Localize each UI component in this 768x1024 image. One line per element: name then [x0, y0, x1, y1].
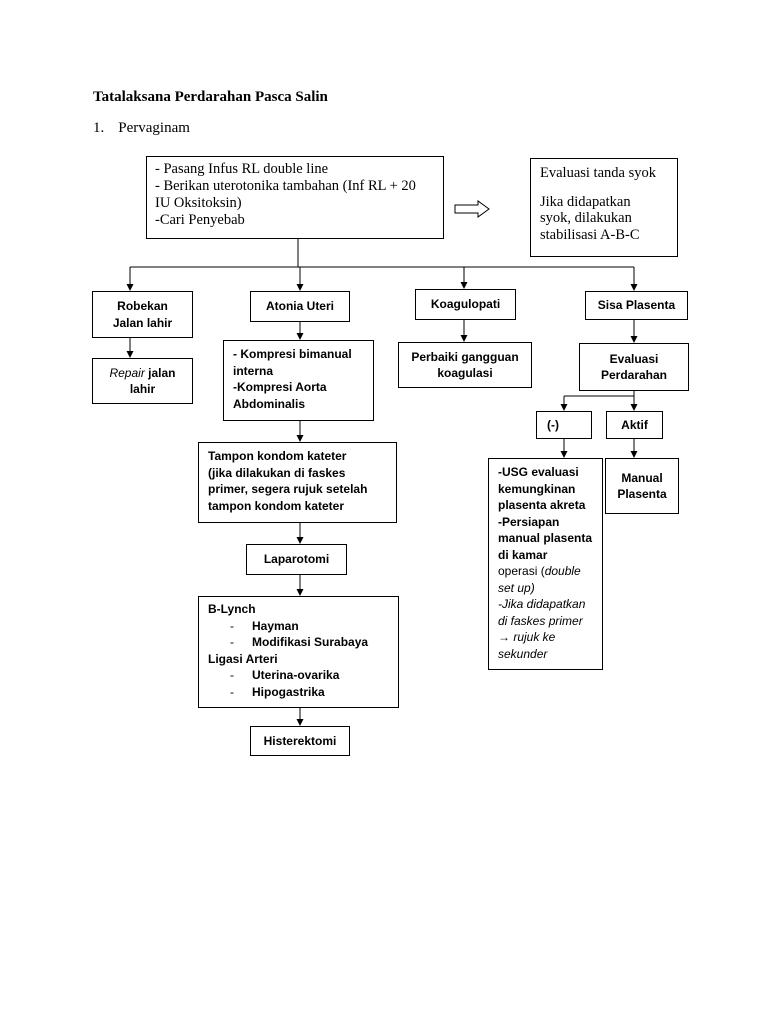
box-line: Perbaiki gangguan — [411, 349, 519, 364]
box-line: -Persiapan — [498, 514, 560, 529]
right-arrow-icon — [454, 200, 490, 218]
box-line: di faskes primer — [498, 613, 583, 628]
box-line: - Pasang Infus RL double line — [155, 161, 329, 177]
section-label: Pervaginam — [118, 120, 190, 136]
cause-box-robekan: Robekan Jalan lahir — [92, 291, 193, 338]
cause-box-koagulopati: Koagulopati — [415, 289, 516, 320]
box-line: primer, segera rujuk setelah — [208, 482, 368, 496]
evaluasi-perdarahan-box: Evaluasi Perdarahan — [579, 343, 689, 391]
box-text-italic: rujuk ke — [510, 630, 556, 644]
box-line: Robekan — [117, 299, 168, 313]
section-number: 1. — [93, 120, 105, 136]
box-line: stabilisasi A-B-C — [540, 226, 640, 243]
shock-evaluation-box: Evaluasi tanda syok Jika didapatkan syok… — [530, 158, 678, 257]
repair-rest: jalan — [144, 365, 176, 380]
list-item: Modifikasi Surabaya — [252, 635, 369, 649]
box-line: Abdominalis — [233, 396, 306, 411]
box-line: - Kompresi bimanual — [233, 347, 352, 361]
box-line: -USG evaluasi — [498, 465, 579, 479]
negative-box: (-) — [536, 411, 592, 439]
box-line: -Cari Penyebab — [155, 212, 245, 228]
perbaiki-box: Perbaiki gangguan koagulasi — [398, 342, 532, 388]
page-title: Tatalaksana Perdarahan Pasca Salin — [93, 89, 328, 105]
box-line: lahir — [129, 382, 156, 396]
list-item: Hipogastrika — [252, 684, 325, 699]
box-line: Tampon kondom kateter — [208, 449, 347, 463]
box-line: set up) — [498, 580, 535, 595]
box-line: tampon kondom kateter — [208, 498, 345, 513]
box-line: Jalan lahir — [112, 315, 173, 330]
box-line: Jika didapatkan — [540, 193, 631, 210]
tampon-box: Tampon kondom kateter (jika dilakukan di… — [198, 442, 397, 523]
box-line: manual plasenta — [498, 531, 593, 545]
box-line: Evaluasi tanda syok — [540, 165, 656, 181]
box-text-italic: double — [544, 564, 581, 578]
box-line: Ligasi Arteri — [208, 651, 278, 666]
box-line: di kamar — [498, 547, 548, 562]
list-item: Uterina-ovarika — [252, 668, 340, 682]
laparotomi-box: Laparotomi — [246, 544, 347, 575]
box-line: IU Oksitoksin) — [155, 195, 242, 211]
repair-box: Repair jalan lahir — [92, 358, 193, 404]
initial-management-box: - Pasang Infus RL double line - Berikan … — [146, 156, 444, 239]
box-line: kemungkinan — [498, 481, 576, 496]
box-line: -Jika didapatkan — [498, 597, 586, 611]
box-line: plasenta akreta — [498, 498, 586, 512]
box-line: -Kompresi Aorta — [233, 380, 327, 394]
aktif-box: Aktif — [606, 411, 663, 439]
box-line: B-Lynch — [208, 602, 256, 616]
box-line: interna — [233, 363, 274, 378]
box-line: koagulasi — [437, 366, 493, 380]
box-line: syok, dilakukan — [540, 210, 632, 226]
arrow-right-icon: → — [498, 630, 510, 644]
box-line: (jika dilakukan di faskes — [208, 465, 346, 480]
box-line: Plasenta — [617, 487, 667, 501]
histerektomi-box: Histerektomi — [250, 726, 350, 756]
repair-italic: Repair — [109, 365, 145, 380]
section-heading: 1. Pervaginam — [93, 120, 190, 137]
list-item: Hayman — [252, 618, 299, 633]
cause-box-sisa-plasenta: Sisa Plasenta — [585, 291, 688, 320]
box-text: operasi ( — [498, 564, 545, 578]
cause-box-atonia: Atonia Uteri — [250, 291, 350, 322]
box-line: - Berikan uterotonika tambahan (Inf RL +… — [155, 178, 416, 194]
box-line: Evaluasi — [609, 351, 659, 366]
box-line: sekunder — [498, 646, 548, 661]
kompresi-box: - Kompresi bimanual interna -Kompresi Ao… — [223, 340, 374, 421]
usg-evaluation-box: -USG evaluasi kemungkinan plasenta akret… — [488, 458, 603, 670]
box-line: Perdarahan — [600, 368, 668, 382]
box-line: Manual — [621, 470, 663, 485]
manual-plasenta-box: Manual Plasenta — [605, 458, 679, 514]
b-lynch-box: B-Lynch -Hayman -Modifikasi Surabaya Lig… — [198, 596, 399, 708]
